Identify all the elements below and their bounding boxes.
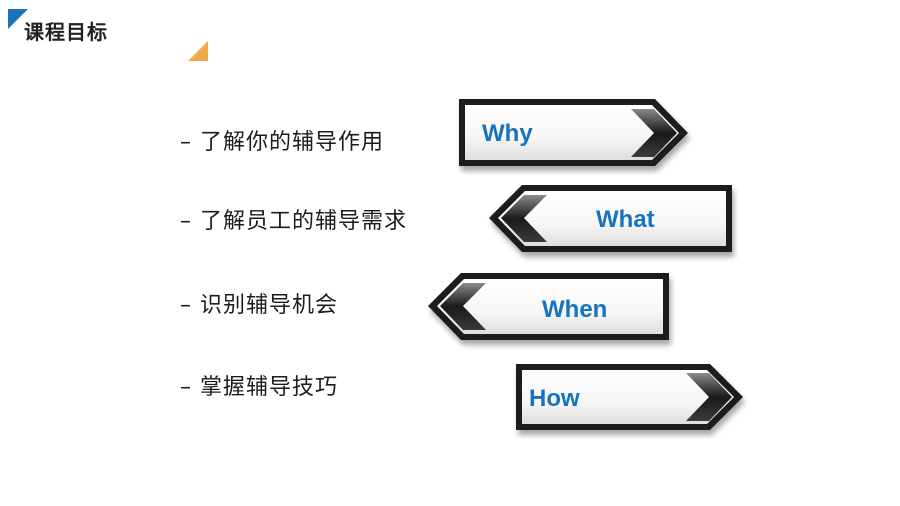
how-sign: How bbox=[516, 364, 743, 430]
when-sign-panel bbox=[437, 279, 663, 334]
what-sign-panel bbox=[498, 191, 726, 246]
what-sign: What bbox=[489, 185, 732, 252]
orange-accent-triangle bbox=[188, 41, 208, 61]
when-sign-label: When bbox=[542, 296, 607, 323]
what-sign-chevron-icon bbox=[501, 195, 547, 242]
why-sign: Why bbox=[459, 99, 688, 166]
what-sign-label: What bbox=[596, 206, 655, 233]
when-sign-chevron-icon bbox=[440, 283, 486, 330]
objective-item: – 掌握辅导技巧 bbox=[180, 375, 338, 400]
how-sign-panel bbox=[522, 370, 734, 424]
how-sign-chevron-icon bbox=[686, 373, 732, 421]
objective-item: – 了解你的辅导作用 bbox=[180, 130, 384, 155]
why-sign-label: Why bbox=[482, 120, 533, 147]
objective-item: – 了解员工的辅导需求 bbox=[180, 209, 407, 234]
how-sign-label: How bbox=[529, 385, 580, 412]
objective-item: – 识别辅导机会 bbox=[180, 293, 338, 318]
why-sign-chevron-icon bbox=[631, 109, 677, 157]
page-title: 课程目标 bbox=[24, 20, 108, 44]
corner-accent-triangle bbox=[8, 9, 28, 29]
why-sign-panel bbox=[465, 105, 679, 160]
when-sign: When bbox=[428, 273, 669, 340]
